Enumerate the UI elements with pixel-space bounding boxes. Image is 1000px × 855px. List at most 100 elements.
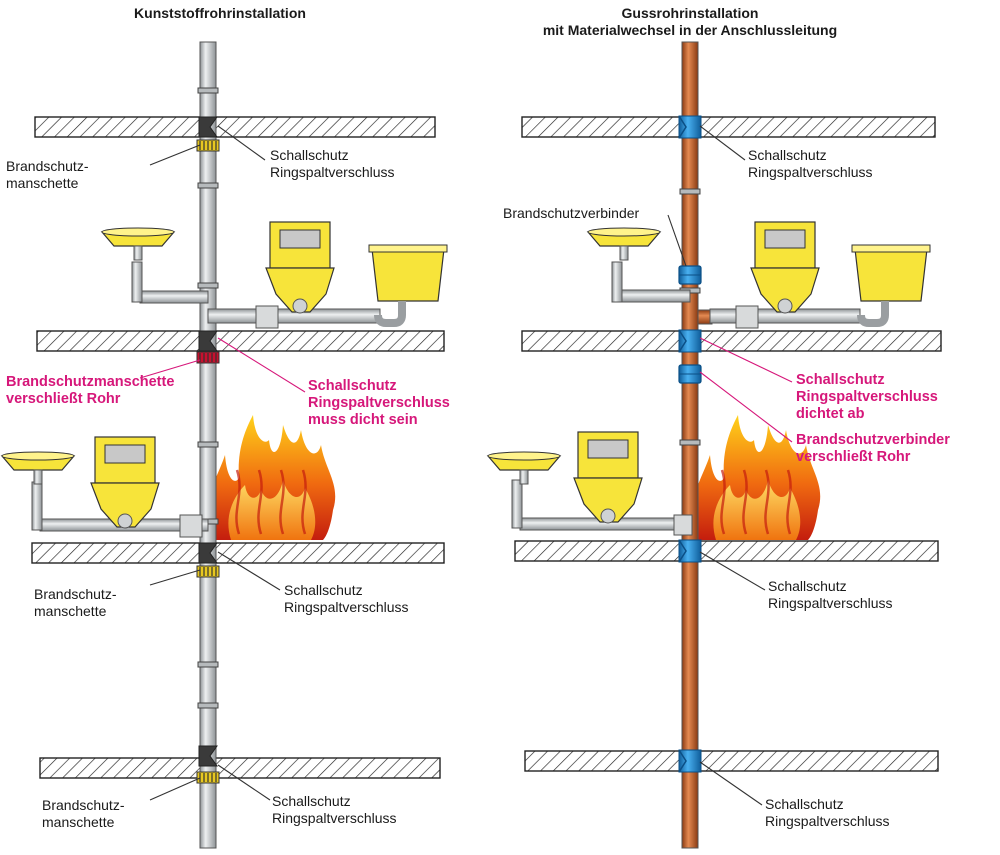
left-pipe-sleeve-6 <box>197 702 219 709</box>
right-seal-4 <box>678 749 702 773</box>
leader-left-schall-2 <box>217 551 281 591</box>
blue-sleeve-body <box>678 749 702 773</box>
right-seal-2 <box>678 329 702 353</box>
left-slab-2 <box>36 330 445 352</box>
wc-outlet <box>777 298 793 314</box>
right-wc-1 <box>750 221 820 314</box>
leader-left-red-schall <box>217 337 306 393</box>
right-slab-1 <box>521 116 936 138</box>
wc-bowl <box>750 267 820 313</box>
left-tub-1 <box>368 244 448 327</box>
left-slab-1 <box>34 116 436 138</box>
left-collar-1 <box>196 139 220 152</box>
blue-sleeve-edge <box>678 115 687 139</box>
left-pipe-sleeve-0 <box>197 87 219 94</box>
label-schallschutz-right-top: Schallschutz Ringspaltverschluss <box>748 147 873 180</box>
basin-rim <box>1 451 75 461</box>
left-seal-1 <box>198 116 218 138</box>
label-red-schallschutz-left: Schallschutz Ringspaltverschluss muss di… <box>308 378 450 428</box>
left-basin-drop-2 <box>31 481 43 531</box>
wc-outlet <box>600 508 616 524</box>
flame-lick <box>257 469 263 535</box>
left-collar-4 <box>196 771 220 784</box>
basin-rim <box>101 227 175 237</box>
label-red-brandschutzverbinder: Brandschutzverbinder verschließt Rohr <box>796 432 950 465</box>
right-basin-drop-1 <box>611 261 623 303</box>
wc-bowl <box>265 267 335 313</box>
tub-rim <box>368 244 448 253</box>
left-branch-basin-1 <box>139 290 209 304</box>
right-branch-fitting-1 <box>735 305 759 329</box>
wc-bowl <box>90 482 160 528</box>
wc-outlet <box>292 298 308 314</box>
basin-outlet <box>33 469 43 485</box>
leader-right-schall-2 <box>699 551 766 591</box>
label-schallschutz-right-bottom: Schallschutz Ringspaltverschluss <box>765 796 890 829</box>
left-pipe-sleeve-5 <box>197 661 219 668</box>
blue-sleeve-edge <box>678 539 687 563</box>
left-basin-1 <box>100 227 176 261</box>
tub-trap <box>374 301 406 327</box>
flame-lick <box>786 469 792 535</box>
left-branch-fitting-2 <box>179 514 203 538</box>
left-title: Kunststoffrohrinstallation <box>134 5 306 21</box>
flame-lick <box>235 469 241 535</box>
leader-left-schall-1 <box>217 125 266 161</box>
blue-sleeve-edge <box>678 329 687 353</box>
leader-left-manschette-2 <box>149 569 201 586</box>
left-seal-4 <box>198 745 218 767</box>
basin-outlet <box>133 245 143 261</box>
tub-body <box>371 248 445 302</box>
right-verbinder-1 <box>678 265 702 285</box>
wc-tank-panel <box>587 439 629 459</box>
wc-tank-panel <box>764 229 806 249</box>
label-schallschutz-right-mid: Schallschutz Ringspaltverschluss <box>768 578 893 611</box>
right-branch-basin-1 <box>619 289 691 303</box>
right-basin-2 <box>486 451 562 485</box>
leader-right-red-schall <box>699 337 793 383</box>
flame-lick <box>301 469 307 535</box>
leader-left-red-manschette <box>139 359 201 379</box>
flame-inner <box>228 480 316 540</box>
label-brandschutzmanschette-top: Brandschutz- manschette <box>6 158 89 191</box>
left-seal-2 <box>198 330 218 352</box>
right-seal-1 <box>678 115 702 139</box>
leader-right-schall-3 <box>699 761 763 806</box>
basin-rim <box>587 227 661 237</box>
label-red-brandschutzmanschette: Brandschutzmanschette verschließt Rohr <box>6 374 175 407</box>
label-brandschutzmanschette-bottom: Brandschutz- manschette <box>42 797 125 830</box>
right-fire <box>691 415 821 540</box>
right-pipe-ring-2 <box>679 439 701 446</box>
left-seal-3 <box>198 542 218 564</box>
right-wc-2 <box>573 431 643 524</box>
flame-inner <box>713 480 801 540</box>
left-fire <box>206 415 336 540</box>
left-pipe-sleeve-3 <box>197 441 219 448</box>
left-basin-2 <box>0 451 76 485</box>
right-slab-3 <box>514 540 939 562</box>
label-red-schallschutz-right: Schallschutz Ringspaltverschluss dichtet… <box>796 372 938 422</box>
basin-rim <box>487 451 561 461</box>
leader-left-manschette-1 <box>149 144 201 166</box>
right-pipe-ring-0 <box>679 188 701 195</box>
left-basin-drop-1 <box>131 261 143 303</box>
tub-trap <box>857 301 889 327</box>
left-wc-2 <box>90 436 160 529</box>
flame-lick <box>279 469 285 535</box>
flame-lick <box>764 469 770 535</box>
left-pipe-sleeve-2 <box>197 282 219 289</box>
blue-sleeve-edge <box>678 749 687 773</box>
wc-tank-panel <box>104 444 146 464</box>
left-branch-fitting-1 <box>255 305 279 329</box>
right-seal-3 <box>678 539 702 563</box>
tub-body <box>854 248 928 302</box>
label-schallschutz-left-top: Schallschutz Ringspaltverschluss <box>270 147 395 180</box>
right-slab-2 <box>521 330 942 352</box>
right-verbinder-2 <box>678 364 702 384</box>
right-basin-1 <box>586 227 662 261</box>
basin-outlet <box>619 245 629 261</box>
left-slab-3 <box>31 542 445 564</box>
left-wc-1 <box>265 221 335 314</box>
